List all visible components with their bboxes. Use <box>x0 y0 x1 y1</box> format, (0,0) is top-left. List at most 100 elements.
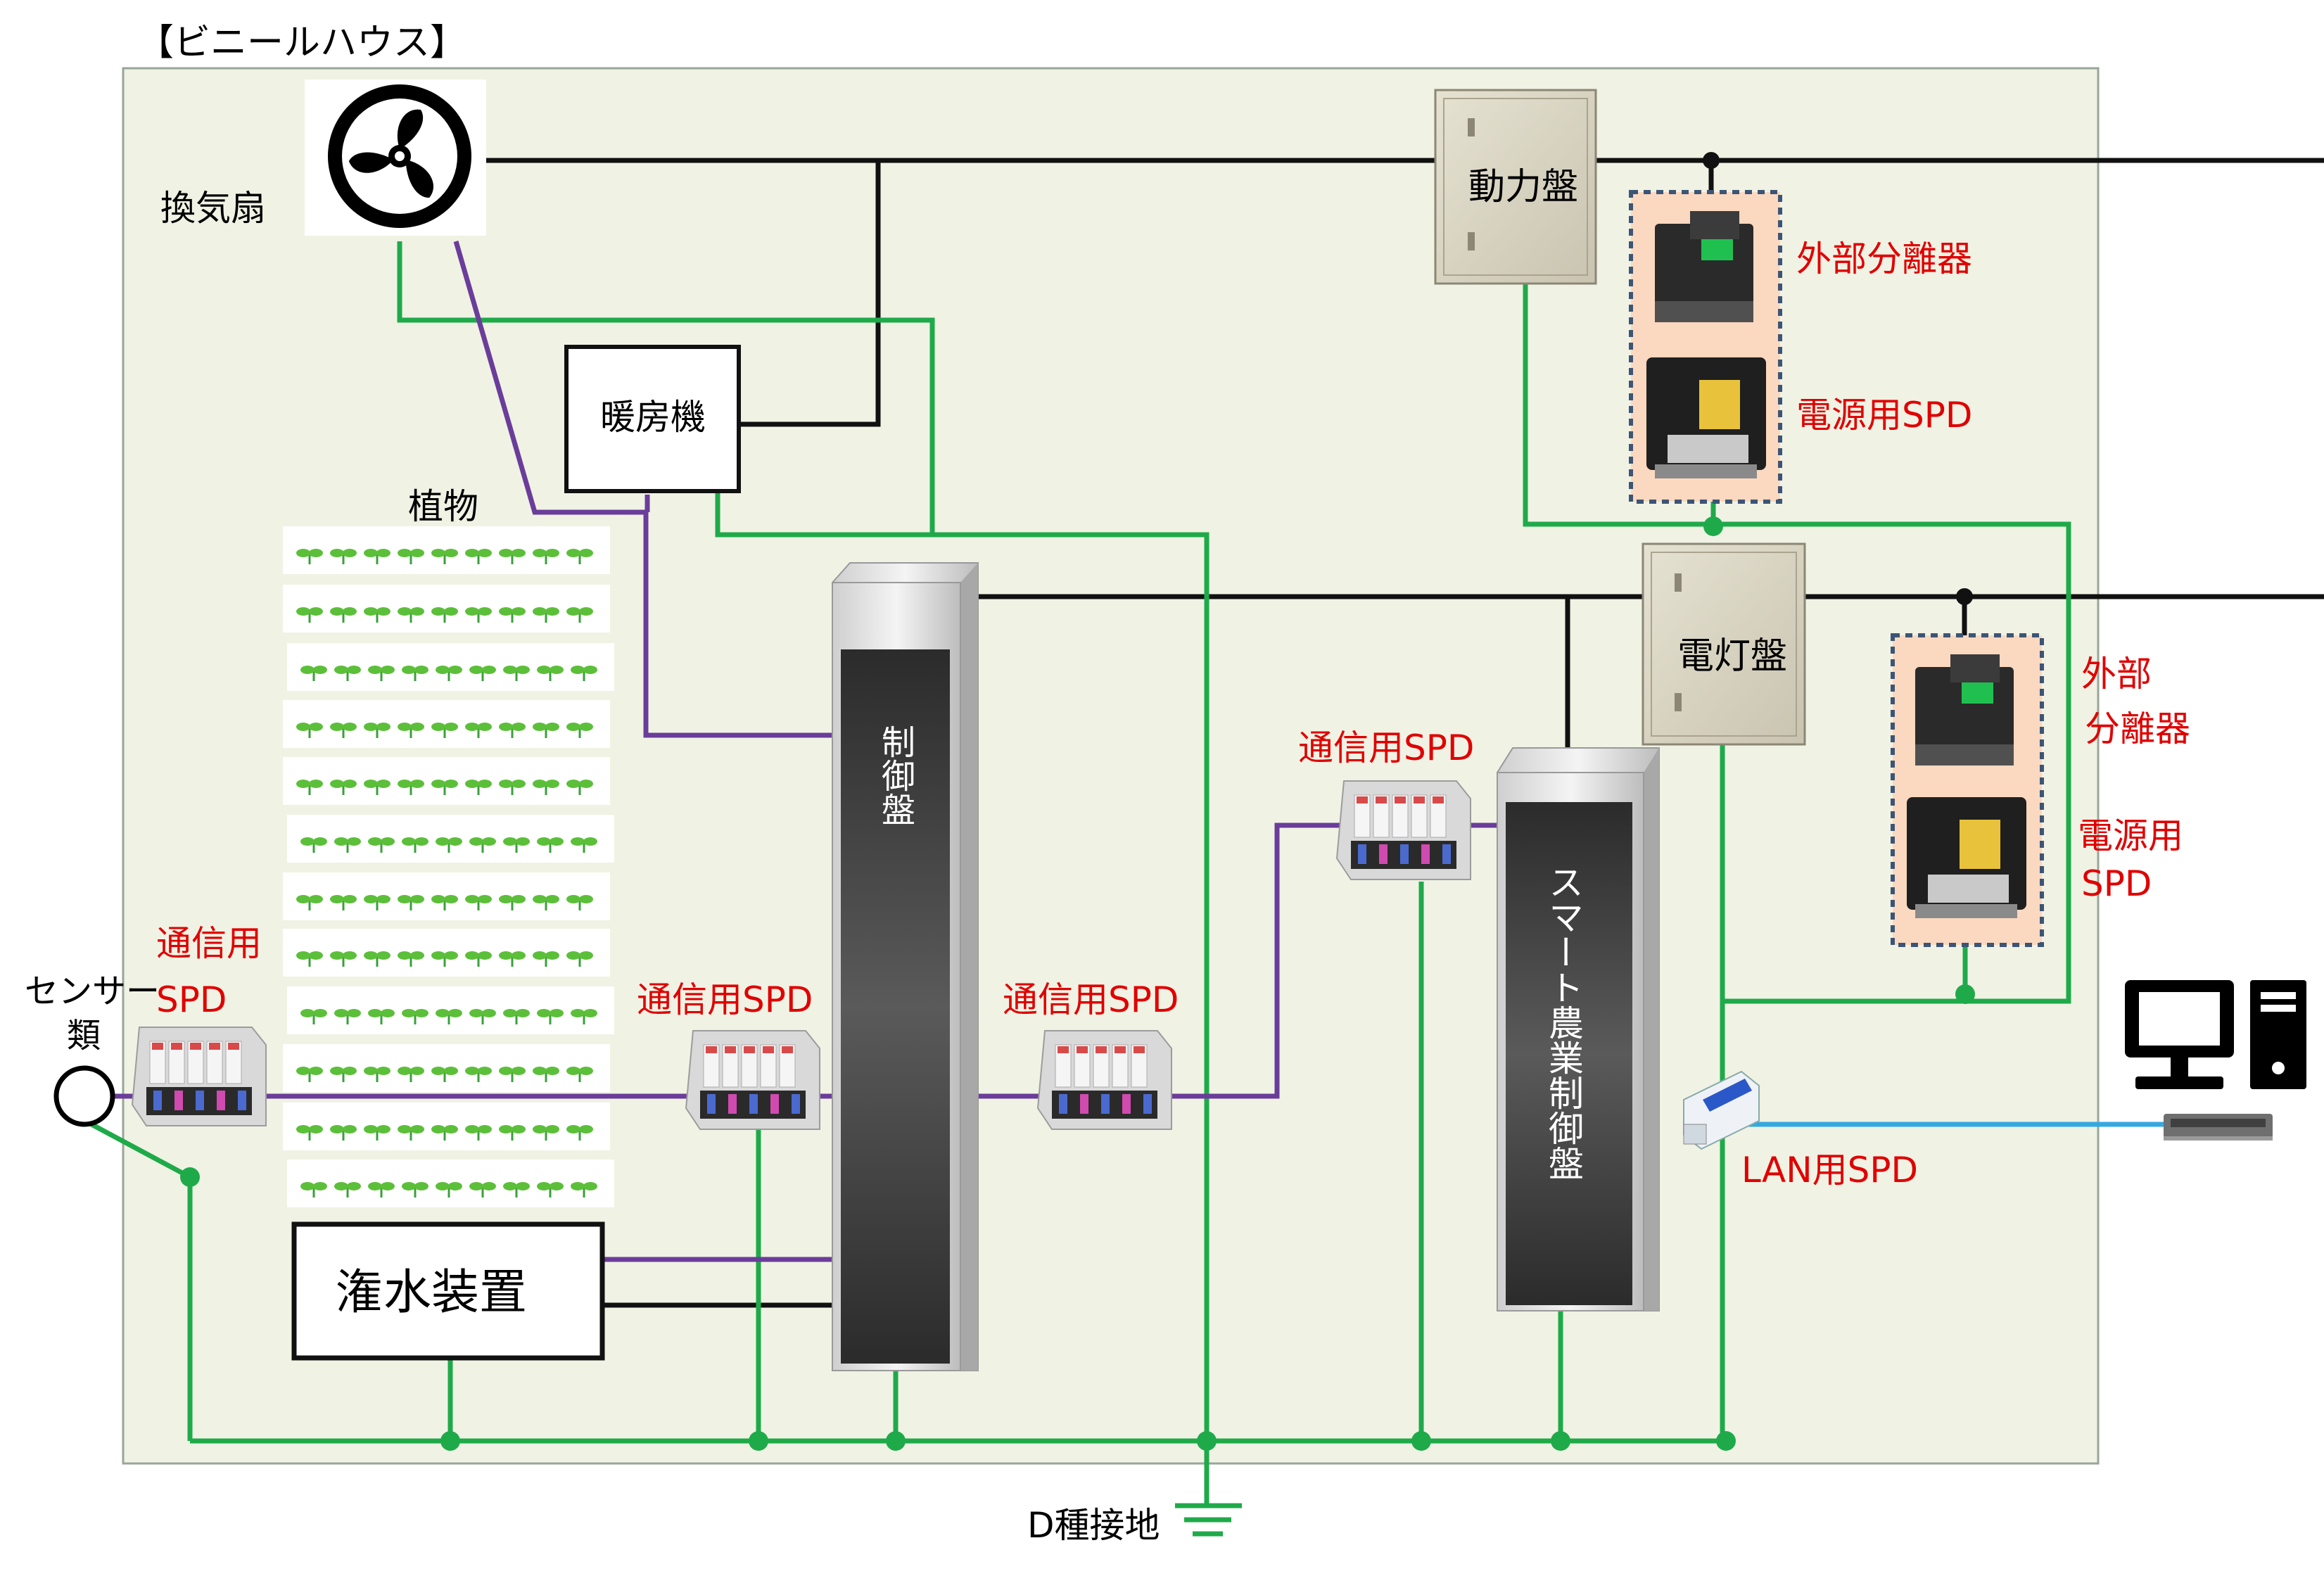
power-distribution-panel: 動力盤 <box>1434 89 1597 285</box>
seedling-icon <box>330 951 357 967</box>
plant-row <box>287 815 614 863</box>
sensor-spd-label-line2: SPD <box>156 979 227 1020</box>
seedling-icon <box>364 1125 390 1141</box>
lan-spd-device <box>1683 1070 1760 1150</box>
outer-spd-label: 通信用SPD <box>1003 979 1179 1020</box>
seedling-icon <box>469 1009 496 1024</box>
seedling-icon <box>296 951 323 967</box>
power-panel-label: 動力盤 <box>1468 166 1578 208</box>
seedling-icon <box>398 549 424 564</box>
seedling-icon <box>368 837 395 853</box>
seedling-icon <box>465 951 492 967</box>
seedling-icon <box>296 723 323 738</box>
seedling-icon <box>465 607 492 623</box>
seedling-icon <box>431 1125 458 1141</box>
fan-label: 換気扇 <box>160 188 266 229</box>
plant-row <box>287 643 614 691</box>
lower-power-spd-group <box>1891 633 2044 947</box>
seedling-icon <box>364 549 390 564</box>
plant-row <box>287 1160 614 1207</box>
seedling-icon <box>566 951 593 967</box>
heater: 暖房機 <box>564 345 741 493</box>
seedling-icon <box>364 723 390 738</box>
seedling-icon <box>330 895 357 910</box>
power-junctions <box>1703 152 1973 605</box>
seedling-icon <box>499 951 526 967</box>
seedling-icon <box>566 780 593 795</box>
seedling-icon <box>398 780 424 795</box>
comm-spd-outer <box>1037 1030 1172 1130</box>
seedling-icon <box>469 837 496 853</box>
seedling-icon <box>499 780 526 795</box>
seedling-icon <box>533 549 559 564</box>
seedling-icon <box>431 607 458 623</box>
seedling-icon <box>330 1067 357 1082</box>
plant-row <box>283 526 610 574</box>
seedling-icon <box>334 1182 361 1198</box>
seedling-icon <box>364 607 390 623</box>
seedling-icon <box>296 607 323 623</box>
seedling-icon <box>398 895 424 910</box>
seedling-icon <box>398 951 424 967</box>
seedling-icon <box>431 951 458 967</box>
seedling-icon <box>402 1182 428 1198</box>
light-panel-label: 電灯盤 <box>1677 635 1787 678</box>
smart-panel-label: スマート農業制御盤 <box>1543 864 1584 1181</box>
seedling-icon <box>296 549 323 564</box>
seedling-icon <box>503 1182 530 1198</box>
irrigation-device: 潅水装置 <box>291 1221 605 1361</box>
seedling-icon <box>469 666 496 681</box>
control-panel-label: 制御盤 <box>875 725 915 826</box>
seedling-icon <box>503 666 530 681</box>
seedling-icon <box>436 666 462 681</box>
sensor-spd-label-line1: 通信用 <box>156 923 262 964</box>
seedling-icon <box>537 1182 564 1198</box>
seedling-icon <box>503 837 530 853</box>
seedling-icon <box>499 549 526 564</box>
seedling-icon <box>330 780 357 795</box>
plant-row <box>283 1044 610 1092</box>
seedling-icon <box>571 1009 597 1024</box>
seedling-icon <box>296 895 323 910</box>
ground-wires <box>90 241 2071 1506</box>
seedling-icon <box>364 895 390 910</box>
seedling-icon <box>296 1067 323 1082</box>
seedling-icon <box>431 723 458 738</box>
seedling-icon <box>499 1125 526 1141</box>
seedling-icon <box>334 837 361 853</box>
seedling-icon <box>436 837 462 853</box>
seedling-icon <box>364 780 390 795</box>
upper-isolator-label: 外部分離器 <box>1796 239 1972 279</box>
seedling-icon <box>300 837 327 853</box>
seedling-icon <box>537 837 564 853</box>
seedling-icon <box>398 723 424 738</box>
seedling-icon <box>465 895 492 910</box>
seedling-icon <box>431 895 458 910</box>
seedling-icon <box>465 1125 492 1141</box>
sensor-label-line1: センサー <box>25 972 160 1011</box>
control-panel: 制御盤 <box>832 562 979 1371</box>
plants-label: 植物 <box>408 486 478 527</box>
seedling-icon <box>402 666 428 681</box>
sensor <box>53 1065 115 1127</box>
seedling-icon <box>398 1125 424 1141</box>
seedling-icon <box>533 780 559 795</box>
lower-power-spd-label-line2: SPD <box>2081 863 2152 904</box>
seedling-icon <box>296 1125 323 1141</box>
seedling-icon <box>465 723 492 738</box>
seedling-icon <box>330 607 357 623</box>
seedling-icon <box>499 1067 526 1082</box>
seedling-icon <box>499 723 526 738</box>
lower-isolator-label-line2: 分離器 <box>2085 709 2190 749</box>
seedling-icon <box>533 723 559 738</box>
lan-spd-label: LAN用SPD <box>1741 1150 1918 1190</box>
seedling-icon <box>431 780 458 795</box>
seedling-icon <box>334 666 361 681</box>
smart-spd-label: 通信用SPD <box>1298 728 1474 768</box>
comm-spd-inner <box>685 1030 820 1130</box>
desktop-computer-icon <box>2125 980 2306 1089</box>
seedling-icon <box>431 549 458 564</box>
comm-spd-smart <box>1336 780 1471 880</box>
seedling-icon <box>533 1125 559 1141</box>
sensor-label-line2: 類 <box>67 1016 101 1055</box>
